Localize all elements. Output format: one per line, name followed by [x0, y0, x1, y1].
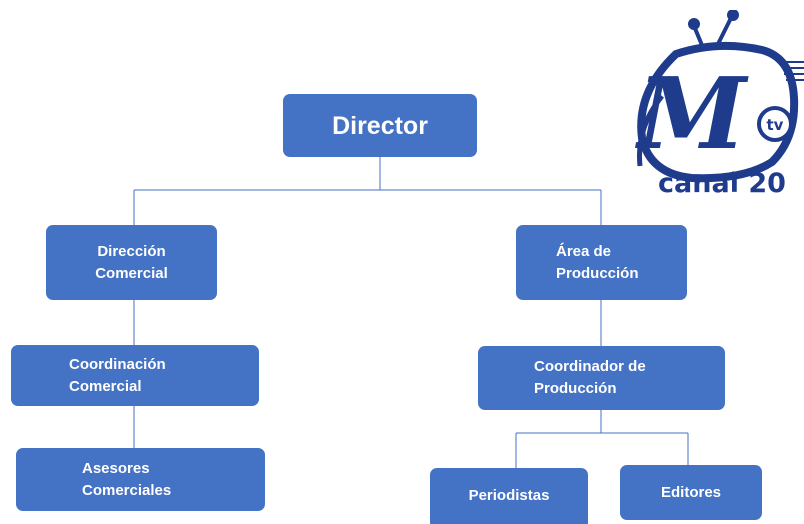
logo-mark: M: [635, 57, 749, 172]
journalists-box: Periodistas: [430, 468, 588, 524]
production-coordinator-label-line2: Producción: [534, 380, 617, 397]
director-label: Director: [332, 111, 428, 140]
commercial-direction-label-line2: Comercial: [95, 264, 168, 282]
production-area-label-line1: Área de: [556, 242, 612, 260]
commercial-advisors-label-line2: Comerciales: [82, 481, 172, 499]
production-area-box: Área de Producción: [516, 225, 687, 300]
editors-box: Editores: [620, 465, 762, 520]
commercial-advisors-box: Asesores Comerciales: [16, 448, 265, 511]
logo-tv-label: tv: [767, 116, 784, 134]
commercial-direction-box: Dirección Comercial: [46, 225, 217, 300]
commercial-coordination-box: Coordinación Comercial: [11, 345, 259, 406]
director-box: Director: [283, 94, 477, 157]
production-coordinator-box: Coordinador de Producción: [478, 346, 725, 410]
commercial-coordination-label-line2: Comercial: [69, 377, 142, 395]
production-area-label-line2: Producción: [556, 264, 639, 282]
commercial-coordination-label-line1: Coordinación: [69, 355, 166, 373]
editors-label: Editores: [660, 483, 721, 501]
m-tv-logo-icon: M tv canal 20: [635, 10, 804, 199]
logo-wordmark: canal 20: [658, 168, 786, 199]
commercial-direction-label-line1: Dirección: [97, 242, 166, 260]
commercial-advisors-label-line1: Asesores: [82, 459, 150, 477]
production-coordinator-label-line1: Coordinador de: [534, 358, 646, 375]
journalists-label: Periodistas: [468, 487, 550, 504]
